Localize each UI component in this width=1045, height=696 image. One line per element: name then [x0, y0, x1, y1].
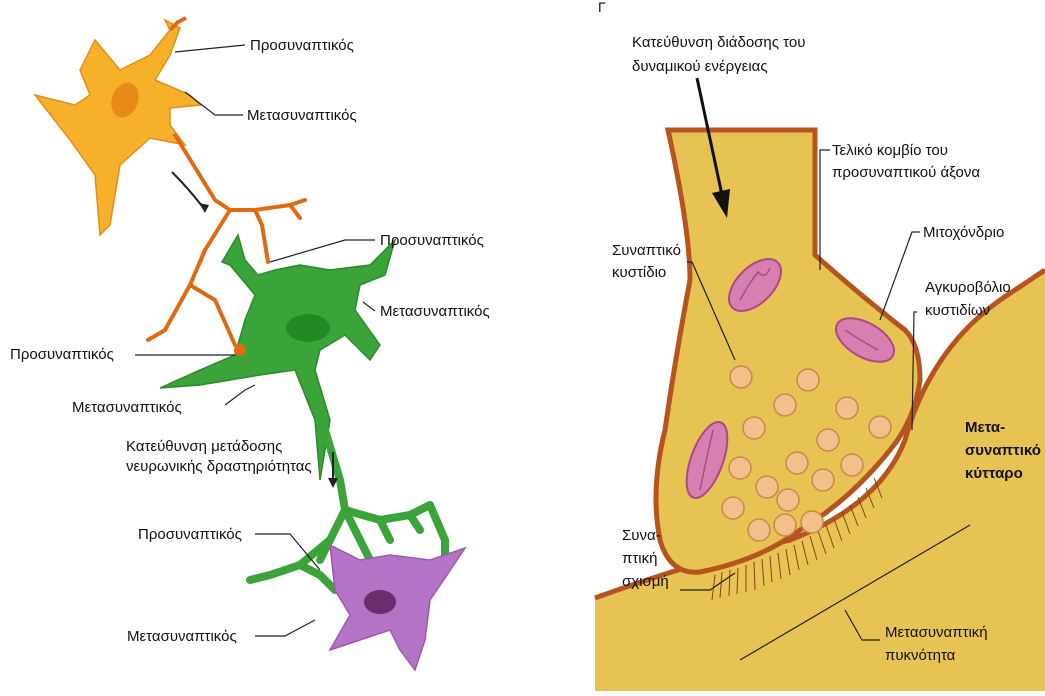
label-mitochondrion: Μιτοχόνδριο: [923, 224, 1004, 241]
label-orange-presynaptic: Προσυναπτικός: [250, 37, 354, 54]
label-postcell-line2: συναπτικό: [965, 442, 1041, 459]
label-vesicle-line2: κυστίδιο: [612, 264, 666, 281]
label-ap-line2: δυναμικού ενέργειας: [632, 58, 768, 75]
green-presynaptic-contact: [234, 344, 246, 356]
label-terminal-line2: προσυναπτικού άξονα: [832, 164, 980, 181]
label-purple-postsynaptic: Μετασυναπτικός: [127, 628, 237, 645]
label-cleft-line2: πτική: [622, 550, 657, 567]
label-axon-postsynaptic: Μετασυναπτικός: [72, 399, 182, 416]
right-panel: Γ: [595, 0, 1045, 691]
label-purple-presynaptic: Προσυναπτικός: [138, 526, 242, 543]
panel-letter: Γ: [598, 0, 606, 15]
label-green-postsynaptic: Μετασυναπτικός: [380, 303, 490, 320]
left-panel: Προσυναπτικός Μετασυναπτικός Προσυναπτικ…: [10, 18, 490, 670]
label-axon-presynaptic: Προσυναπτικός: [10, 346, 114, 363]
label-density-line2: πυκνότητα: [885, 647, 956, 664]
label-density-line1: Μετασυναπτική: [885, 624, 988, 641]
label-direction-line2: νευρωνικής δραστηριότητας: [126, 458, 312, 475]
green-nucleus: [286, 314, 330, 342]
label-anchor-line1: Αγκυροβόλιο: [925, 279, 1011, 296]
label-terminal-line1: Τελικό κομβίο του: [832, 142, 948, 159]
label-vesicle-line1: Συναπτικό: [612, 242, 681, 259]
label-cleft-line1: Συνα-: [622, 527, 661, 544]
label-orange-postsynaptic: Μετασυναπτικός: [247, 107, 357, 124]
label-cleft-line3: σχισμή: [622, 573, 669, 590]
label-postcell-line1: Μετα-: [965, 419, 1005, 436]
label-anchor-line2: κυστιδίων: [925, 302, 990, 319]
orange-neuron: [35, 18, 200, 235]
label-ap-line1: Κατεύθυνση διάδοσης του: [632, 34, 805, 51]
purple-neuron: [330, 545, 465, 670]
label-green-presynaptic: Προσυναπτικός: [380, 232, 484, 249]
label-postcell-line3: κύτταρο: [965, 465, 1023, 482]
purple-nucleus: [364, 590, 396, 614]
flow-arrow-1-head: [199, 203, 209, 213]
label-direction-line1: Κατεύθυνση μετάδοσης: [126, 438, 282, 455]
purple-neuron-body: [330, 545, 465, 670]
